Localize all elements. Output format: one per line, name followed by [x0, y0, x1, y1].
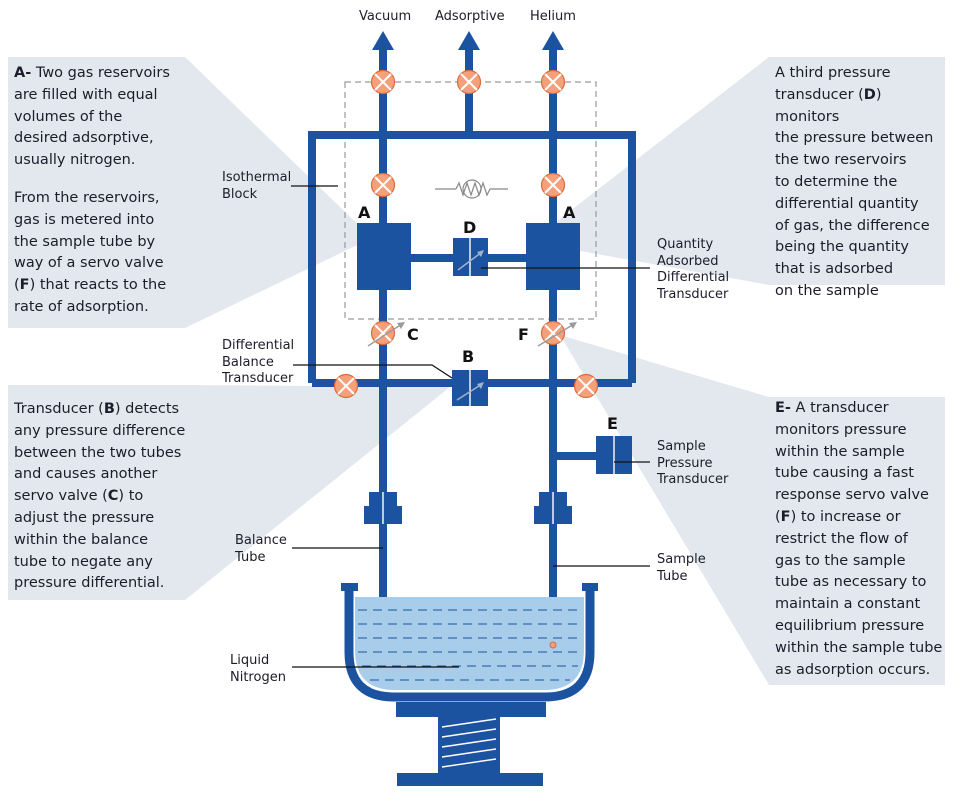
servo-valve-c [367, 320, 405, 347]
panel-text: A transducer monitors pressure within th… [775, 400, 929, 525]
heater-symbol [435, 179, 508, 199]
beam-transducer-e [560, 335, 945, 685]
panel-key: B [103, 401, 115, 417]
dewar [341, 583, 598, 702]
valves [333, 69, 599, 399]
panel-transducer-d-para: A third pressure transducer (D) monitors… [775, 63, 947, 303]
panel-key: E- [775, 400, 791, 416]
valve [370, 172, 396, 198]
isothermal-block-label: Isothermal Block [222, 170, 292, 202]
panel-reservoirs-para1: A- Two gas reservoirs are filled with eq… [14, 63, 189, 172]
beam-reservoirs [8, 57, 372, 328]
panel-text: A third pressure transducer ( [775, 65, 891, 103]
transducer-d-letter: D [463, 218, 477, 237]
panel-transducer-e: E- A transducer monitors pressure within… [775, 398, 947, 681]
transducer-e-letter: E [607, 414, 618, 433]
sample-bulb [549, 641, 557, 649]
sample-tube-connector [534, 492, 572, 524]
valve [540, 69, 566, 95]
panel-text: Two gas reservoirs are filled with equal… [14, 65, 170, 169]
outlet-arrows [372, 31, 564, 50]
vacuum-arrow [372, 31, 394, 50]
leader-differential-balance [293, 364, 453, 379]
reservoir-a-left [357, 223, 411, 290]
panel-reservoirs-para2: From the reservoirs, gas is metered into… [14, 188, 189, 319]
helium-arrow [542, 31, 564, 50]
stand-thread [441, 718, 497, 768]
panel-key: C [107, 488, 119, 505]
panel-transducer-d: A third pressure transducer (D) monitors… [775, 63, 947, 303]
valve [333, 373, 359, 399]
adsorptive-arrow [458, 31, 480, 50]
valve [456, 69, 482, 95]
balance-tube-connector [364, 492, 402, 524]
sample-tube-label: Sample Tube [657, 552, 706, 584]
transducer-d [453, 238, 488, 276]
liquid-nitrogen-label: Liquid Nitrogen [230, 653, 286, 685]
panel-transducer-b-para: Transducer (B) detects any pressure diff… [14, 399, 189, 595]
dewar-wall [344, 587, 595, 702]
adsorptive-label: Adsorptive [435, 9, 505, 24]
vacuum-label: Vacuum [359, 9, 412, 24]
valve-f-letter: F [518, 325, 529, 344]
panel-transducer-b: Transducer (B) detects any pressure diff… [14, 399, 189, 595]
reservoir-a-left-letter: A [358, 203, 371, 222]
quantity-adsorbed-label: Quantity Adsorbed Differential Transduce… [657, 237, 730, 302]
dewar-stand [396, 702, 546, 786]
valve [573, 373, 599, 399]
transducer-e [596, 436, 632, 474]
outer-loop-pipe [308, 131, 636, 383]
panel-text: From the reservoirs, gas is metered into… [14, 189, 164, 294]
panel-key: D [863, 86, 876, 103]
liquid-nitrogen-fill [355, 597, 584, 690]
transducer-b [452, 370, 488, 406]
balance-tube-label: Balance Tube [235, 533, 287, 565]
panel-text: ) detects any pressure difference betwee… [14, 401, 186, 505]
transducer-b-letter: B [462, 347, 475, 366]
beam-transducer-b [8, 385, 450, 600]
leader-lines [291, 185, 650, 668]
panel-key: F [780, 508, 791, 525]
reservoir-a-right [526, 223, 580, 290]
panel-reservoirs: A- Two gas reservoirs are filled with eq… [14, 63, 189, 319]
helium-label: Helium [530, 9, 576, 24]
panel-text: ) that reacts to the rate of adsorption. [14, 277, 167, 315]
panel-text: Transducer ( [14, 401, 104, 417]
panel-key: F [19, 277, 30, 294]
panel-key: A- [14, 65, 32, 81]
servo-valve-f [537, 320, 577, 347]
panel-transducer-e-para: E- A transducer monitors pressure within… [775, 398, 947, 681]
sample-pressure-label: Sample Pressure Transducer [657, 439, 729, 487]
valve [370, 69, 396, 95]
differential-balance-label: Differential Balance Transducer [222, 338, 295, 386]
valve [540, 172, 566, 198]
liquid-dashes [358, 609, 582, 681]
panel-text: ) to adjust the pressure within the bala… [14, 488, 165, 592]
panel-text: ) monitors the pressure between the two … [775, 86, 934, 299]
reservoir-a-right-letter: A [563, 203, 576, 222]
valve-c-letter: C [407, 325, 419, 344]
panel-text: ) to increase or restrict the flow of ga… [775, 508, 943, 678]
